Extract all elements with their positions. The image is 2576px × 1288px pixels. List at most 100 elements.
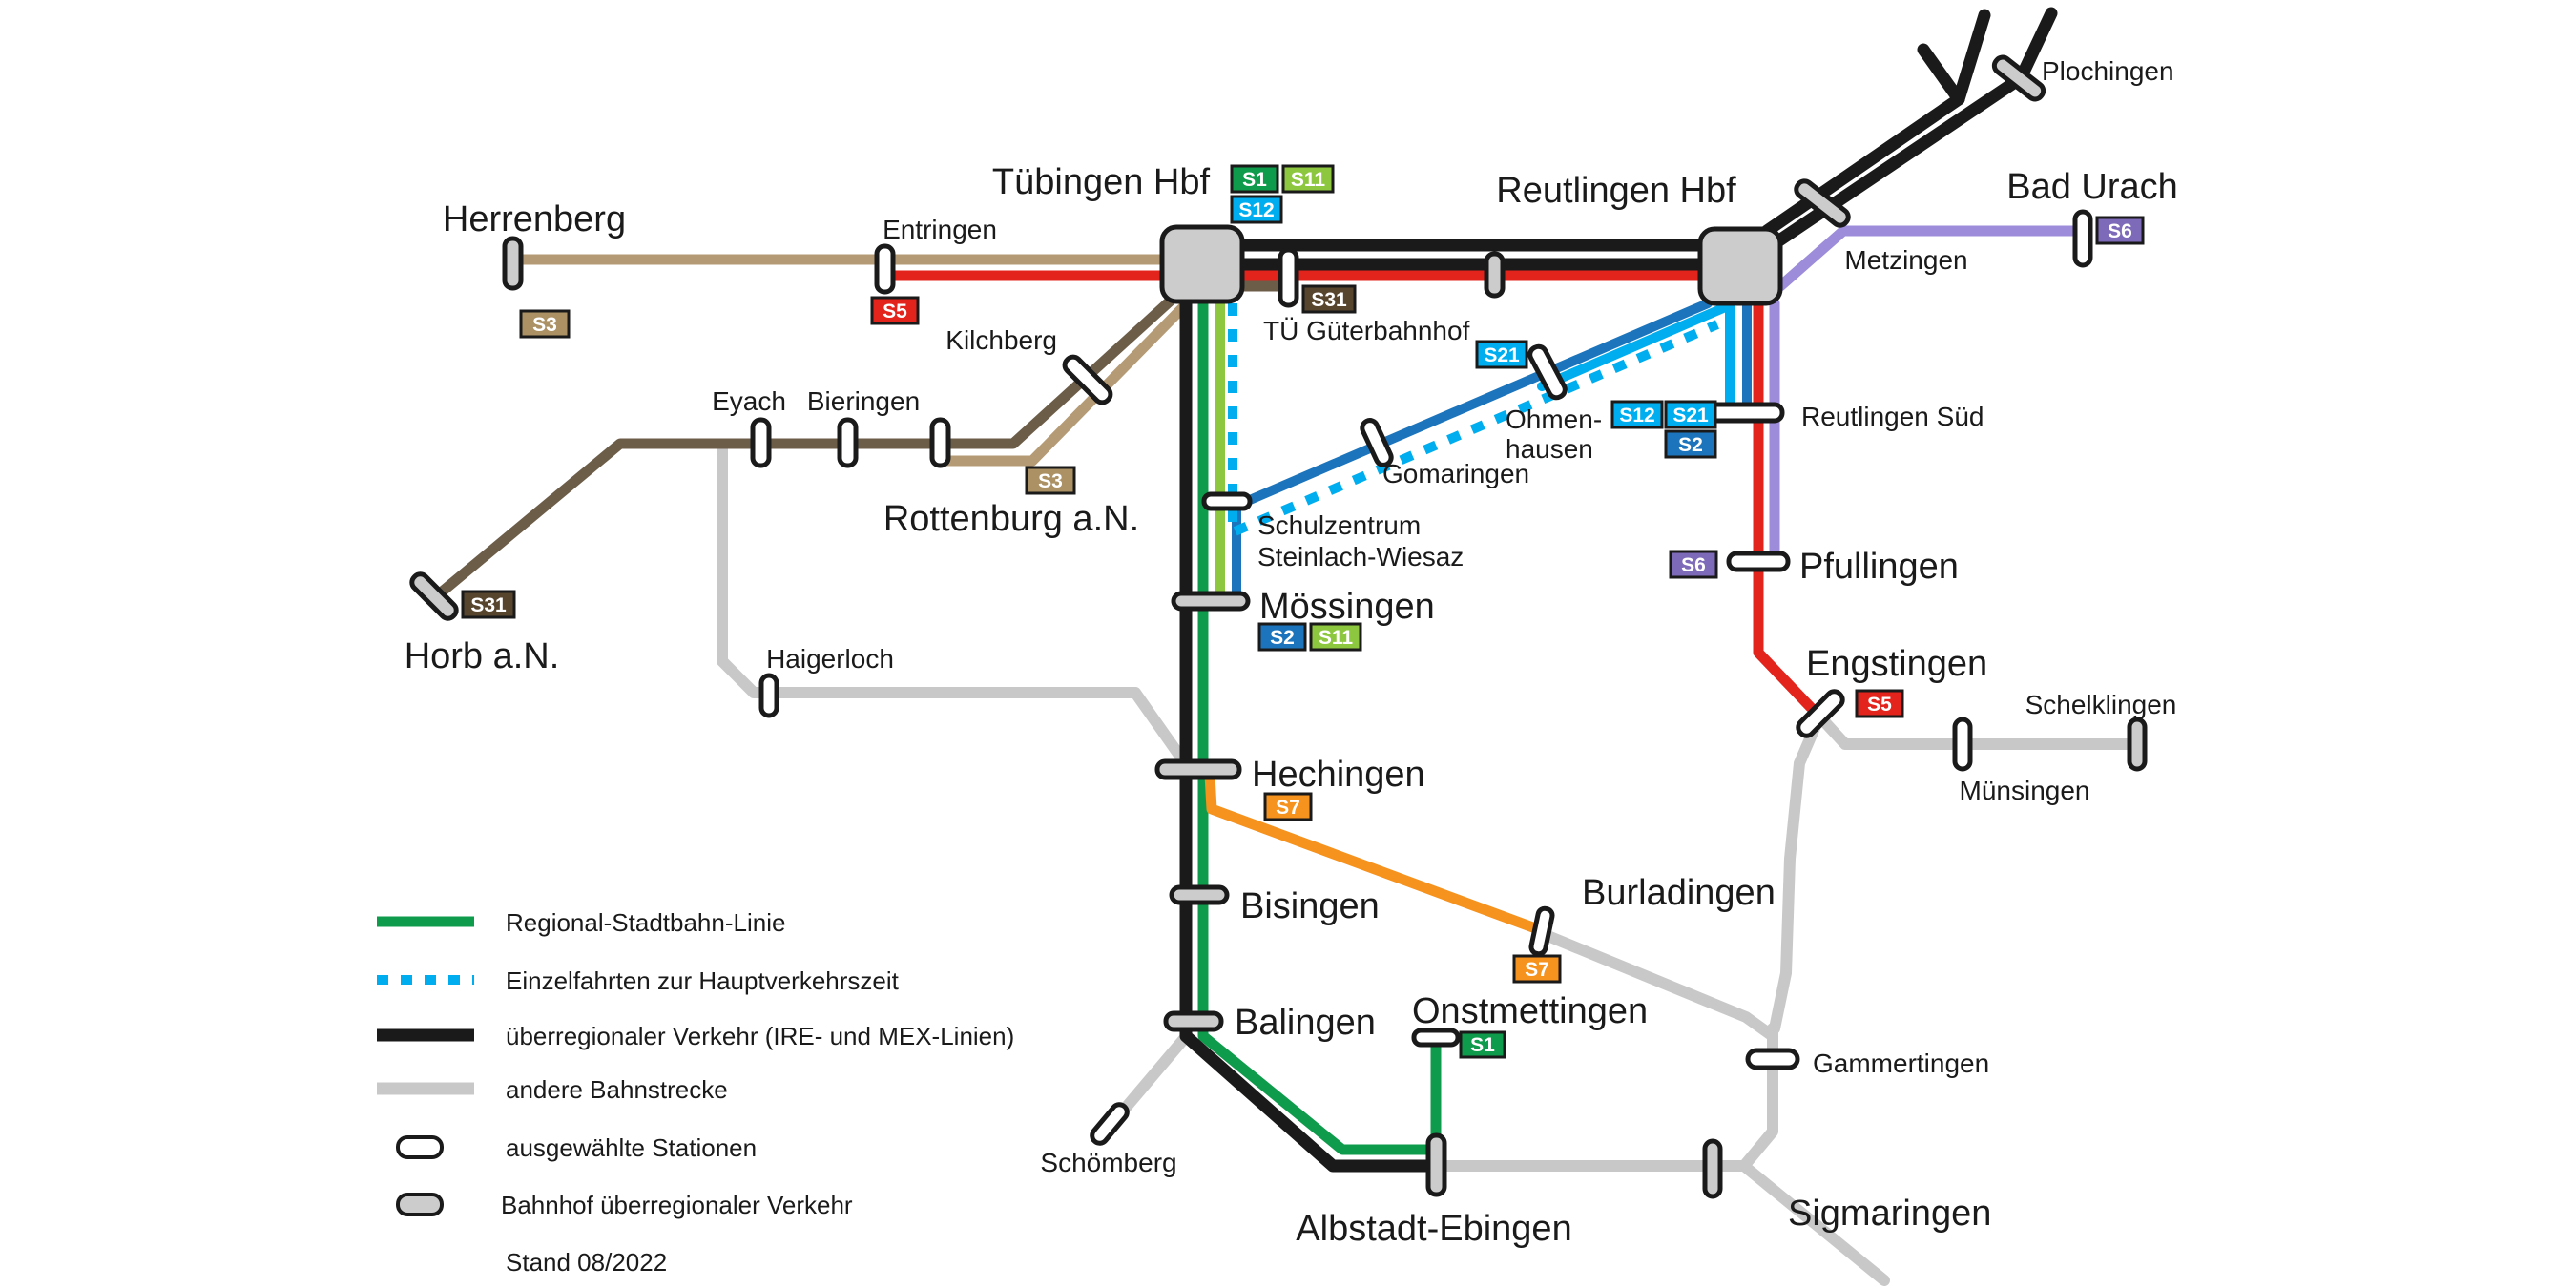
station-tick-hechingen xyxy=(1154,758,1242,780)
station-tick-bisingen xyxy=(1169,884,1230,905)
station-label-gammertingen: Gammertingen xyxy=(1813,1049,1989,1078)
badge-s1-tuebingen xyxy=(1230,164,1279,194)
station-tick-ohmenhausen xyxy=(1527,343,1568,401)
station-tick-pfullingen xyxy=(1726,551,1791,572)
station-label-tuebingen-hbf: Tübingen Hbf xyxy=(992,162,1211,202)
station-label-albstadt-ebingen: Albstadt-Ebingen xyxy=(1296,1209,1571,1249)
legend-label-bahnhof: Bahnhof überregionaler Verkehr xyxy=(501,1191,853,1219)
badge-s6-pfullingen xyxy=(1669,550,1718,579)
badge-s11-tuebingen xyxy=(1281,164,1335,194)
badge-s31-horb-label: S31 xyxy=(470,594,507,616)
station-ticks-white xyxy=(750,209,2093,1146)
station-label-horb: Horb a.N. xyxy=(405,636,560,676)
station-tick-metzingen xyxy=(1794,178,1851,228)
badge-s1-onstmettingen xyxy=(1459,1030,1506,1059)
badge-s2-reutlingen-sued xyxy=(1664,429,1717,459)
badge-s5-entringen-label: S5 xyxy=(883,301,907,322)
station-tick-albstadt xyxy=(1425,1132,1447,1197)
station-label-ohmenhausen-2: hausen xyxy=(1506,434,1593,464)
badge-s6-pfullingen-label: S6 xyxy=(1681,554,1706,576)
badge-s2-reutlingen-sued-label: S2 xyxy=(1678,434,1703,456)
station-tick-tue-gueterbahnhof xyxy=(1278,247,1299,308)
station-label-moessingen: Mössingen xyxy=(1259,587,1435,627)
badge-s7-burladingen-label: S7 xyxy=(1525,959,1549,981)
badge-s6-bad-urach xyxy=(2095,216,2145,245)
station-tick-gammertingen xyxy=(1745,1048,1800,1070)
station-tick-unnamed xyxy=(1484,251,1506,299)
legend-label-rsb-line: Regional-Stadtbahn-Linie xyxy=(506,908,785,937)
station-label-entringen: Entringen xyxy=(883,215,997,244)
station-tick-eyach xyxy=(750,417,772,468)
station-label-reutlingen-hbf: Reutlingen Hbf xyxy=(1496,171,1736,211)
route-s21-diagonal xyxy=(1537,303,1728,391)
station-tick-muensingen xyxy=(1952,717,1973,772)
badge-s12-reutlingen-sued xyxy=(1610,400,1664,429)
station-markers xyxy=(409,54,2148,1199)
station-tick-kilchberg xyxy=(1062,354,1113,405)
station-label-hechingen: Hechingen xyxy=(1252,755,1425,795)
legend-note-stand: Stand 08/2022 xyxy=(506,1248,667,1277)
station-tick-reutlingen-sued xyxy=(1703,402,1785,424)
route-engstingen-schelklingen-line xyxy=(1817,714,2143,750)
station-labels: Herrenberg Entringen Tübingen Hbf TÜ Güt… xyxy=(405,56,2178,1249)
badge-s1-tuebingen-label: S1 xyxy=(1242,169,1267,191)
badge-s5-engstingen xyxy=(1855,689,1904,718)
badge-s31-horb xyxy=(461,590,516,619)
route-black-zollernbahn xyxy=(1179,295,1443,1173)
badge-s7-hechingen-label: S7 xyxy=(1276,797,1300,819)
route-black-branch-stub xyxy=(1917,43,1965,106)
station-tick-haigerloch xyxy=(758,673,779,718)
badge-s11-tuebingen-label: S11 xyxy=(1291,169,1326,191)
station-tick-herrenberg xyxy=(502,236,524,291)
badge-s3-rottenburg-label: S3 xyxy=(1038,470,1063,492)
badge-s3-rottenburg xyxy=(1025,466,1076,495)
station-tick-burladingen xyxy=(1528,905,1555,957)
route-s7-line xyxy=(1204,769,1544,935)
badge-s21-reutlingen-sued-label: S21 xyxy=(1672,405,1709,426)
station-label-kilchberg: Kilchberg xyxy=(945,325,1057,355)
badge-s12-tuebingen-label: S12 xyxy=(1238,199,1274,221)
station-label-haigerloch: Haigerloch xyxy=(766,644,894,674)
badge-s21-reutlingen-sued xyxy=(1664,400,1717,429)
legend-label-ire-mex: überregionaler Verkehr (IRE- und MEX-Lin… xyxy=(506,1022,1014,1050)
route-s3-rottenburg-line xyxy=(934,298,1193,467)
station-label-gomaringen: Gomaringen xyxy=(1382,459,1529,488)
route-s6-metzingen-line xyxy=(1775,225,2088,292)
badge-s21-ohmenhausen-label: S21 xyxy=(1484,344,1520,366)
station-tick-engstingen xyxy=(1796,689,1845,738)
station-tick-schulzentrum xyxy=(1201,491,1253,511)
station-label-reutlingen-sued: Reutlingen Süd xyxy=(1801,402,1984,431)
line-badges xyxy=(461,164,2145,1059)
route-s1-line xyxy=(1197,296,1442,1155)
legend-swatch-bahnhof-tick xyxy=(396,1193,444,1216)
station-label-bieringen: Bieringen xyxy=(807,386,920,416)
station-label-metzingen: Metzingen xyxy=(1844,245,1967,275)
station-tick-horb xyxy=(409,571,459,621)
legend-label-einzelfahrten: Einzelfahrten zur Hauptverkehrszeit xyxy=(506,966,900,995)
station-tick-schelklingen xyxy=(2127,717,2148,772)
station-label-engstingen: Engstingen xyxy=(1806,644,1987,684)
station-tick-onstmettingen xyxy=(1411,1028,1461,1048)
route-haigerloch-line xyxy=(717,441,1191,769)
badge-s3-herrenberg xyxy=(519,309,571,339)
station-label-balingen: Balingen xyxy=(1235,1003,1376,1043)
legend-label-andere: andere Bahnstrecke xyxy=(506,1075,728,1104)
route-s5-line xyxy=(879,270,1824,721)
station-label-herrenberg: Herrenberg xyxy=(443,199,626,239)
station-label-rottenburg: Rottenburg a.N. xyxy=(883,499,1139,539)
badge-s2-moessingen xyxy=(1257,622,1307,652)
station-label-tue-gueterbahnhof: TÜ Güterbahnhof xyxy=(1263,316,1470,345)
badge-s12-tuebingen xyxy=(1230,195,1283,224)
station-label-schulzentrum-1: Schulzentrum xyxy=(1257,510,1421,540)
station-label-bisingen: Bisingen xyxy=(1240,886,1380,926)
legend-label-stationen: ausgewählte Stationen xyxy=(506,1133,757,1162)
station-tick-plochingen xyxy=(1991,54,2046,102)
station-label-muensingen: Münsingen xyxy=(1960,776,2090,805)
station-box-tuebingen-hbf xyxy=(1159,224,1245,304)
station-tick-bieringen xyxy=(837,417,859,468)
station-label-eyach: Eyach xyxy=(712,386,786,416)
station-tick-sigmaringen xyxy=(1702,1138,1723,1199)
route-engstingen-gammertingen-line xyxy=(1769,716,1823,1034)
